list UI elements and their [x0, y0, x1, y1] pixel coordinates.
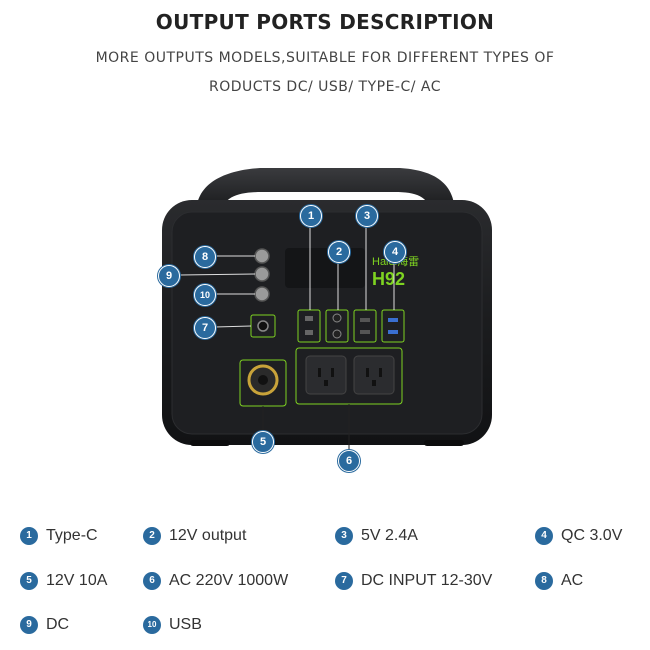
legend-label-10: USB [169, 616, 202, 633]
subtitle-line-1: MORE OUTPUTS MODELS,SUITABLE FOR DIFFERE… [95, 50, 555, 66]
callout-6: 6 [338, 450, 360, 472]
button-dc [254, 266, 270, 282]
model-label: H92 [372, 269, 405, 289]
legend-badge-1: 1 [20, 527, 38, 545]
legend-item-7: 7 DC INPUT 12-30V [335, 570, 492, 592]
device-panel [171, 211, 483, 435]
legend-label-4: QC 3.0V [561, 527, 623, 544]
button-ac [254, 248, 270, 264]
ac-socket-2 [353, 355, 395, 395]
legend-item-9: 9 DC [20, 614, 69, 636]
callout-3: 3 [356, 205, 378, 227]
legend-badge-6: 6 [143, 572, 161, 590]
callout-8: 8 [194, 246, 216, 268]
legend-badge-10: 10 [143, 616, 161, 634]
legend-item-1: 1 Type-C [20, 525, 98, 547]
callout-7: 7 [194, 317, 216, 339]
page-title: OUTPUT PORTS DESCRIPTION [155, 10, 495, 34]
port-qc3 [381, 309, 405, 343]
legend-label-5: 12V 10A [46, 572, 108, 589]
legend-label-2: 12V output [169, 527, 247, 544]
legend-badge-8: 8 [535, 572, 553, 590]
legend-label-9: DC [46, 616, 70, 633]
legend-badge-7: 7 [335, 572, 353, 590]
port-typec [297, 309, 321, 343]
port-12v-output [325, 309, 349, 343]
callout-9: 9 [158, 265, 180, 287]
callout-2: 2 [328, 241, 350, 263]
legend-item-2: 2 12V output [143, 525, 246, 547]
carry-handle [196, 168, 455, 214]
legend-badge-5: 5 [20, 572, 38, 590]
legend-item-8: 8 AC [535, 570, 583, 592]
legend-label-6: AC 220V 1000W [169, 572, 289, 589]
legend-label-3: 5V 2.4A [361, 527, 418, 544]
legend-label-1: Type-C [46, 527, 98, 544]
legend-badge-3: 3 [335, 527, 353, 545]
port-usb-5v [353, 309, 377, 343]
callout-10: 10 [194, 284, 216, 306]
callout-5: 5 [252, 431, 274, 453]
legend-item-3: 3 5V 2.4A [335, 525, 418, 547]
legend-badge-2: 2 [143, 527, 161, 545]
legend-label-7: DC INPUT 12-30V [361, 572, 493, 589]
legend-label-8: AC [561, 572, 584, 589]
ac-socket-1 [305, 355, 347, 395]
display-window [285, 248, 365, 288]
legend-item-6: 6 AC 220V 1000W [143, 570, 288, 592]
callout-1: 1 [300, 205, 322, 227]
legend-item-4: 4 QC 3.0V [535, 525, 622, 547]
legend-item-10: 10 USB [143, 614, 202, 636]
callout-4: 4 [384, 241, 406, 263]
legend-badge-4: 4 [535, 527, 553, 545]
legend-badge-9: 9 [20, 616, 38, 634]
dc-input-port [257, 320, 269, 332]
button-usb [254, 286, 270, 302]
legend-item-5: 5 12V 10A [20, 570, 107, 592]
subtitle-line-2: RODUCTS DC/ USB/ TYPE-C/ AC [208, 79, 442, 95]
